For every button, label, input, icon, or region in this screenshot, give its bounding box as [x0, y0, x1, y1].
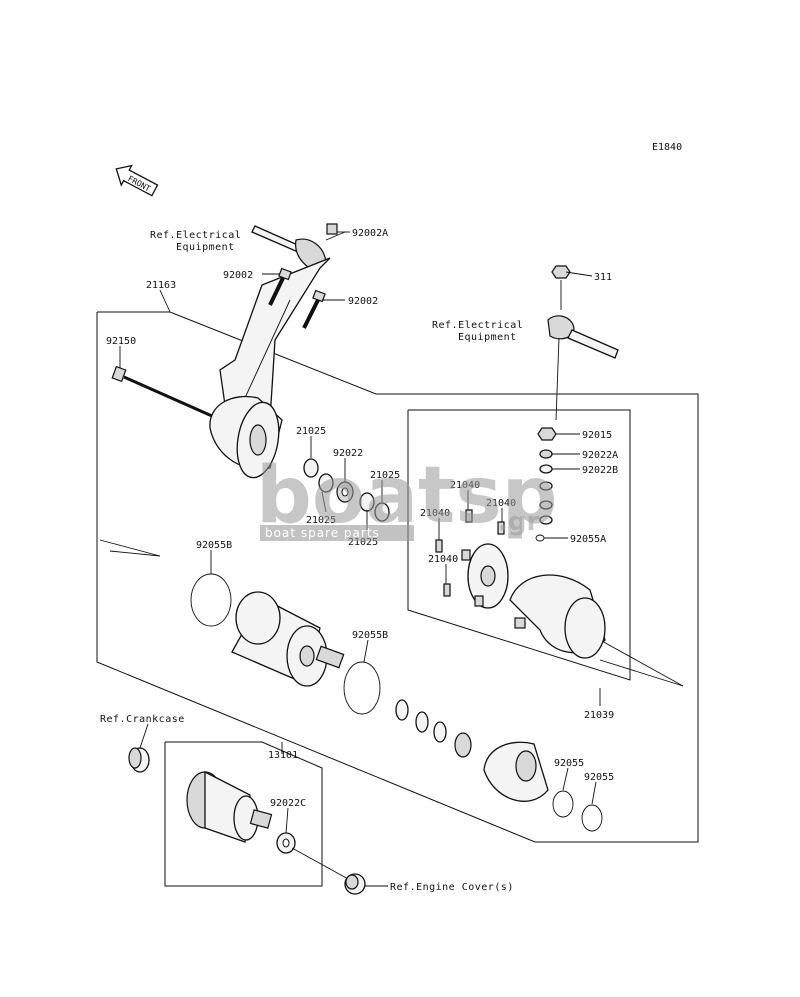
diagram-code: E1840 — [652, 142, 682, 153]
label-21040-c: 21040 — [420, 508, 450, 519]
starter-front-cover — [483, 741, 549, 802]
o-ring-92055-b — [581, 804, 603, 832]
label-92055-b: 92055 — [584, 772, 614, 783]
leader-lines — [119, 231, 597, 887]
label-92055-a: 92055 — [554, 758, 584, 769]
washer-92022c-hole — [282, 838, 290, 848]
clutch-13101 — [186, 770, 273, 843]
leader-engine-cover — [291, 847, 351, 881]
label-92022b: 92022B — [582, 465, 618, 476]
label-13101: 13101 — [268, 750, 298, 761]
assembly-frame-main — [96, 311, 699, 843]
brush-holder-21039 — [509, 574, 606, 659]
label-21163: 21163 — [146, 280, 176, 291]
ref-electrical-right-line1: Ref.Electrical — [432, 320, 523, 331]
ref-crankcase: Ref.Crankcase — [100, 714, 185, 725]
watermark-tagline: boat spare parts — [265, 526, 380, 540]
bolt-92002-right — [302, 289, 326, 329]
nut-311 — [551, 265, 571, 310]
label-21039: 21039 — [584, 710, 614, 721]
long-bolt-92150 — [111, 365, 213, 418]
assembly-frame-clutch — [164, 741, 323, 887]
label-92022a: 92022A — [582, 450, 618, 461]
watermark-suffix: .gr — [498, 507, 539, 537]
label-92150: 92150 — [106, 336, 136, 347]
starter-end-cover — [209, 396, 283, 479]
bushing-engine-cover — [344, 873, 366, 895]
label-311: 311 — [594, 272, 612, 283]
guide-line-right2 — [599, 659, 684, 687]
leader-21163 — [159, 289, 171, 313]
brush-plate — [461, 543, 509, 609]
label-21040-d: 21040 — [428, 554, 458, 565]
o-ring-92055-a — [552, 790, 574, 818]
brush-21040-d — [443, 583, 451, 597]
guide-line-left2 — [109, 550, 161, 557]
washers-21025-group — [303, 458, 390, 522]
label-92022: 92022 — [333, 448, 363, 459]
label-21025-b: 21025 — [370, 470, 400, 481]
label-92055a: 92055A — [570, 534, 606, 545]
label-92002-right: 92002 — [348, 296, 378, 307]
guide-line-right — [599, 639, 684, 687]
label-21040-a: 21040 — [450, 480, 480, 491]
starter-yoke — [231, 591, 345, 687]
front-arrow-icon: FRONT — [115, 164, 159, 197]
o-ring-92055b-left — [190, 573, 232, 627]
watermark: boatsp .gr boat spare parts — [256, 451, 558, 541]
shims-armature — [395, 699, 472, 758]
label-92002a: 92002A — [352, 228, 388, 239]
ref-electrical-left-line2: Equipment — [176, 242, 235, 253]
bushing-crankcase — [128, 747, 150, 773]
label-21025-d: 21025 — [348, 537, 378, 548]
ref-electrical-left-line1: Ref.Electrical — [150, 230, 241, 241]
label-92022c: 92022C — [270, 798, 306, 809]
brush-21040-c — [435, 539, 443, 553]
bolt-92002-left — [268, 267, 292, 306]
guide-line-left — [99, 539, 161, 557]
electrical-cable-right — [547, 315, 619, 421]
terminal-stack — [535, 427, 557, 542]
bolt-92002a — [326, 223, 338, 235]
watermark-tagline-bg — [260, 525, 414, 541]
label-92002-left: 92002 — [223, 270, 253, 281]
ref-engine-cover: Ref.Engine Cover(s) — [390, 882, 514, 893]
label-21025-c: 21025 — [306, 515, 336, 526]
label-92055b-right: 92055B — [352, 630, 388, 641]
brush-21040-b — [497, 521, 505, 535]
label-21040-b: 21040 — [486, 498, 516, 509]
o-ring-92055b-right — [343, 661, 381, 715]
label-92055b-left: 92055B — [196, 540, 232, 551]
ref-electrical-right-line2: Equipment — [458, 332, 517, 343]
label-92015: 92015 — [582, 430, 612, 441]
brush-21040-a — [465, 509, 473, 523]
label-21025-a: 21025 — [296, 426, 326, 437]
